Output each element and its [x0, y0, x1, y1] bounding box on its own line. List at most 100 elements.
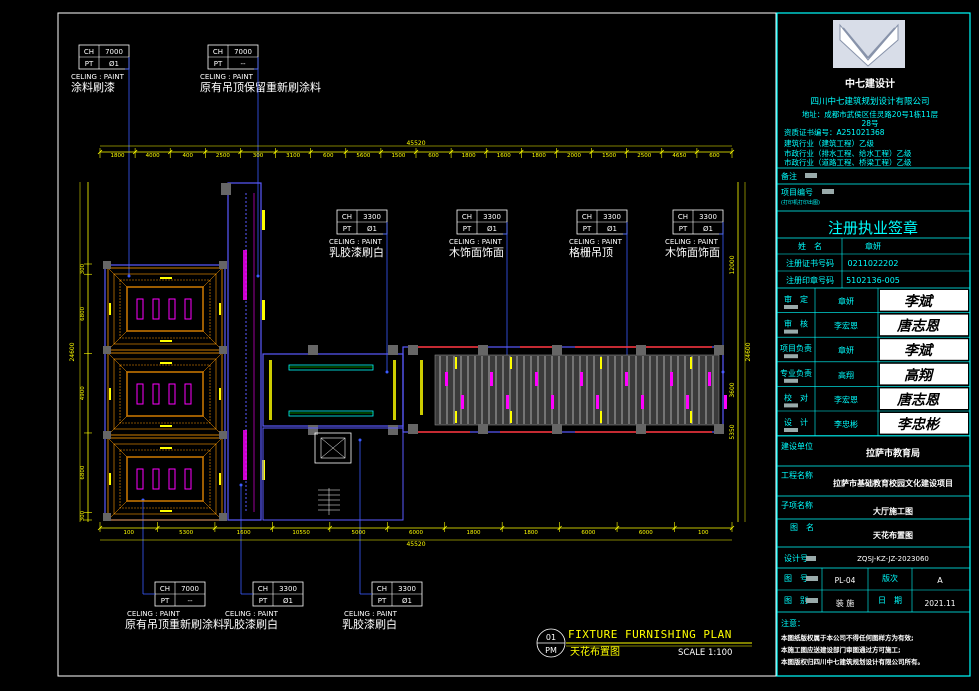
- floor-plan: [103, 182, 727, 521]
- signature-text: 李忠彬: [897, 416, 942, 433]
- company-scope-2: 市政行业（排水工程、给水工程）乙级: [784, 148, 912, 158]
- role-label: 审 核: [784, 319, 808, 329]
- signature-box: [880, 314, 968, 336]
- dimension-label: 300: [80, 263, 86, 274]
- drawing-frame: [57, 12, 777, 677]
- note-line-2: 本施工图应送建设部门审图通过方可施工;: [781, 645, 901, 654]
- dimension-label: 4000: [146, 153, 160, 159]
- callout-description: 原有吊顶重新刷涂料: [125, 617, 224, 631]
- dimension-label: 2500: [216, 153, 230, 159]
- design-no-value: ZQSJ-KZ-JZ-2023060: [857, 555, 929, 563]
- dim-right-a: 12000: [729, 255, 736, 274]
- drawing-name-value: 天花布置图: [873, 530, 913, 540]
- signature-row: 审 定章妍李斌: [777, 290, 970, 313]
- callout-pt-key: PT: [679, 225, 688, 233]
- callout-description: 木饰面饰面: [449, 245, 504, 259]
- callout-ceiling-label: CELING : PAINT: [665, 238, 719, 246]
- date-value: 2021.11: [924, 599, 955, 608]
- company-scope-1: 建筑行业（建筑工程）乙级: [784, 138, 874, 148]
- dim-right-c: 3600: [729, 382, 736, 397]
- callout-pt-key: PT: [161, 597, 170, 605]
- dimension-label: 6000: [639, 530, 653, 536]
- role-person: 李宏恩: [834, 394, 858, 404]
- dim-right-b: 24600: [745, 342, 752, 361]
- dimension-label: 4650: [672, 153, 686, 159]
- dimension-label: 400: [183, 153, 194, 159]
- notes-label: 注意：: [781, 618, 805, 628]
- dim-top-total: 45520: [406, 140, 425, 147]
- dimension-label: 600: [323, 153, 334, 159]
- company-cert: 资质证书编号：A251021368: [784, 127, 885, 137]
- signature-text: 唐志恩: [896, 318, 941, 335]
- callout-pt-key: PT: [343, 225, 352, 233]
- callout-ceiling-label: CELING : PAINT: [200, 73, 254, 81]
- callout-description: 原有吊顶保留重新刷涂料: [200, 80, 321, 94]
- role-person: 李忠彬: [834, 419, 858, 429]
- callout-description: 涂料刷漆: [71, 80, 115, 94]
- callout-description: 乳胶漆刷白: [223, 617, 278, 631]
- callout-description: 木饰面饰面: [665, 245, 720, 259]
- role-person: 李宏恩: [834, 321, 858, 331]
- title-block: 中七建设计 四川中七建筑规划设计有限公司 地址：成都市武侯区佳灵路20号1栋11…: [776, 12, 971, 677]
- dimension-label: 1500: [602, 153, 616, 159]
- callout-ch-key: CH: [160, 585, 170, 593]
- callout-pt-value: --: [240, 60, 246, 68]
- version-label: 版次: [882, 573, 898, 583]
- role-person: 章妍: [838, 345, 854, 355]
- name-value: 章妍: [865, 241, 881, 251]
- callout-ch-value: 3300: [398, 585, 416, 593]
- company-address: 地址：成都市武侯区佳灵路20号1栋11层: [802, 109, 939, 119]
- dimension-label: 5000: [352, 530, 366, 536]
- project-no-sub: (打印机打印出图): [781, 199, 820, 206]
- cert-no-label: 注册证书号码: [786, 258, 834, 268]
- role-person: 高翔: [838, 370, 854, 380]
- signature-row: 项目负责 章妍 李斌: [777, 339, 970, 363]
- cert-no-value: 0211022202: [848, 259, 899, 268]
- callout-description: 乳胶漆刷白: [329, 245, 384, 259]
- role-label: 校 对: [784, 392, 808, 402]
- company-scope-3: 市政行业（道路工程、桥梁工程）乙级: [784, 157, 912, 167]
- signature-box: [880, 413, 968, 434]
- signature-text: 李斌: [904, 342, 935, 359]
- callout-pt-value: --: [187, 597, 193, 605]
- callout-ch-value: 7000: [105, 48, 123, 56]
- dimension-label: 5300: [179, 530, 193, 536]
- callout-ch-value: 3300: [363, 213, 381, 221]
- dimension-label: 1800: [532, 153, 546, 159]
- dimension-label: 1800: [466, 530, 480, 536]
- callout-ceiling-label: CELING : PAINT: [225, 610, 279, 618]
- plan-title-en: FIXTURE FURNISHING PLAN: [568, 628, 732, 641]
- callout-ch-key: CH: [213, 48, 223, 56]
- role-label: 专业负责: [780, 368, 812, 378]
- callout-description: 乳胶漆刷白: [342, 617, 397, 631]
- callout-pt-key: PT: [463, 225, 472, 233]
- seal-no-label: 注册印章号码: [786, 275, 834, 285]
- dimension-label: 6800: [80, 306, 86, 320]
- dimension-label: 100: [123, 530, 134, 536]
- signature-row: 审 核 李宏恩 唐志恩: [777, 314, 970, 338]
- project-no-label: 项目编号: [781, 187, 813, 197]
- dimension-label: 6800: [80, 465, 86, 479]
- date-label: 日 期: [878, 596, 902, 605]
- dimension-label: 3100: [286, 153, 300, 159]
- callout-pt-value: Ø1: [703, 225, 713, 233]
- callout-pt-value: Ø1: [109, 60, 119, 68]
- callout-ch-key: CH: [377, 585, 387, 593]
- dimension-label: 600: [709, 153, 720, 159]
- plan-scale: SCALE 1:100: [678, 648, 732, 658]
- corridor-outline: [227, 182, 262, 521]
- callout-ceiling-label: CELING : PAINT: [344, 610, 398, 618]
- role-label: 项目负责: [780, 343, 812, 353]
- signature-text: 李斌: [904, 293, 935, 310]
- subitem-value: 大厅施工图: [873, 506, 913, 516]
- dimension-label: 6000: [409, 530, 423, 536]
- signature-box: [880, 363, 968, 385]
